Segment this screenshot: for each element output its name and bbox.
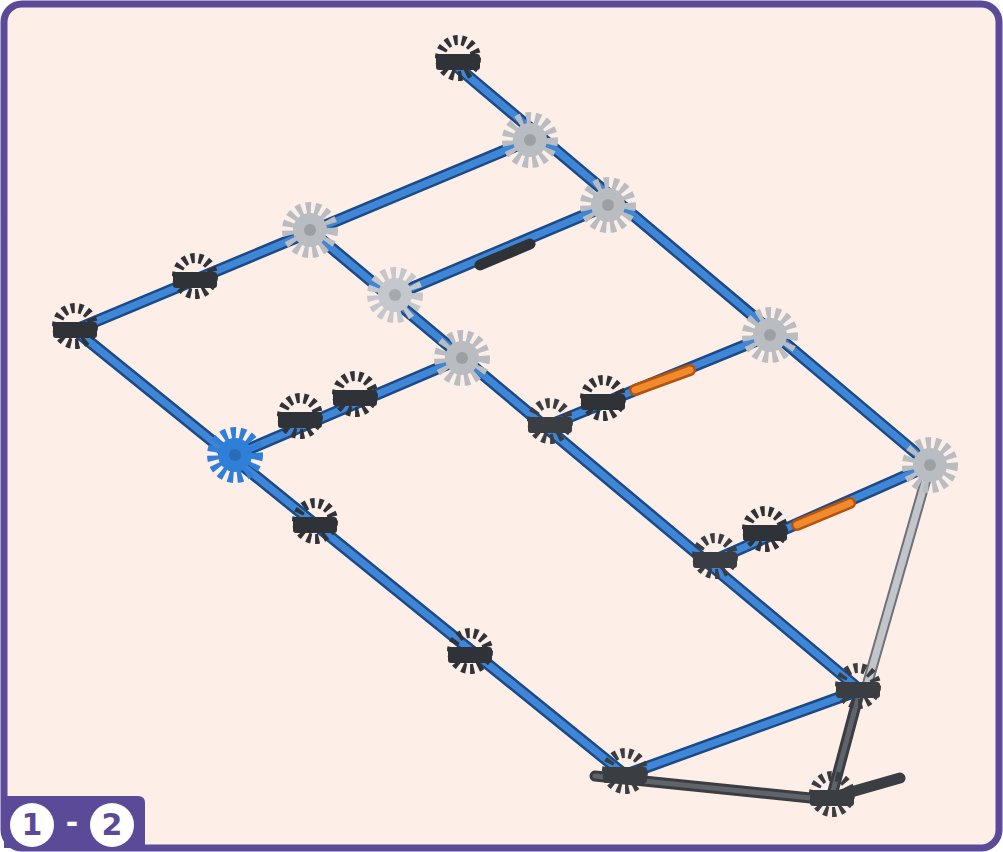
frame bbox=[4, 4, 999, 848]
connectors bbox=[53, 40, 952, 812]
blue-rods bbox=[75, 65, 930, 775]
step-number: 1 bbox=[10, 810, 54, 840]
step-badge bbox=[4, 796, 145, 848]
step-number: - bbox=[62, 808, 82, 838]
step-number: 2 bbox=[90, 810, 134, 840]
